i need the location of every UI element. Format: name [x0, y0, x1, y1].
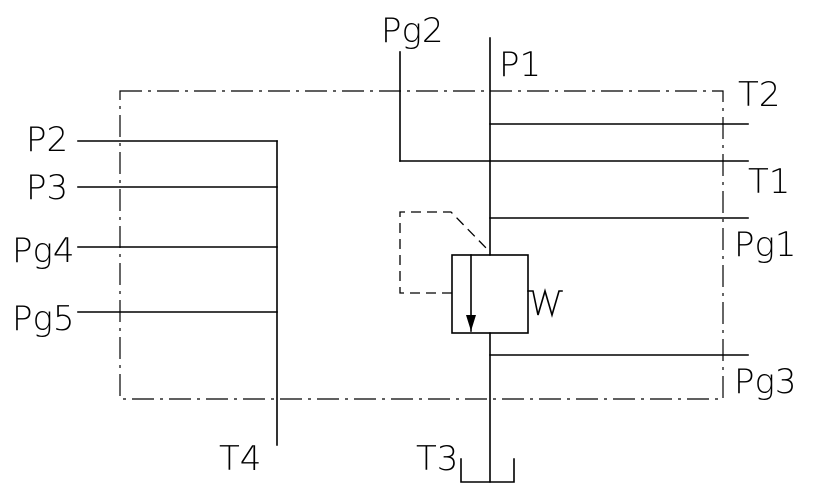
label-t4: T4 — [219, 439, 261, 479]
relief-valve-body — [451, 254, 529, 334]
manifold-boundary — [119, 90, 724, 400]
tank-icon — [460, 458, 515, 483]
label-t1: T1 — [748, 162, 790, 202]
label-pg1: Pg1 — [734, 225, 797, 265]
label-p1: P1 — [499, 45, 541, 85]
pilot-line — [399, 211, 491, 294]
label-pg5: Pg5 — [12, 299, 75, 339]
spring-icon — [527, 288, 563, 318]
label-pg3: Pg3 — [734, 362, 797, 402]
label-pg4: Pg4 — [12, 231, 75, 271]
valve-arrowhead — [466, 315, 476, 331]
label-p3: P3 — [26, 168, 68, 208]
label-pg2: Pg2 — [381, 11, 444, 51]
label-p2: P2 — [26, 120, 68, 160]
label-t3: T3 — [416, 439, 458, 479]
label-t2: T2 — [738, 75, 780, 115]
